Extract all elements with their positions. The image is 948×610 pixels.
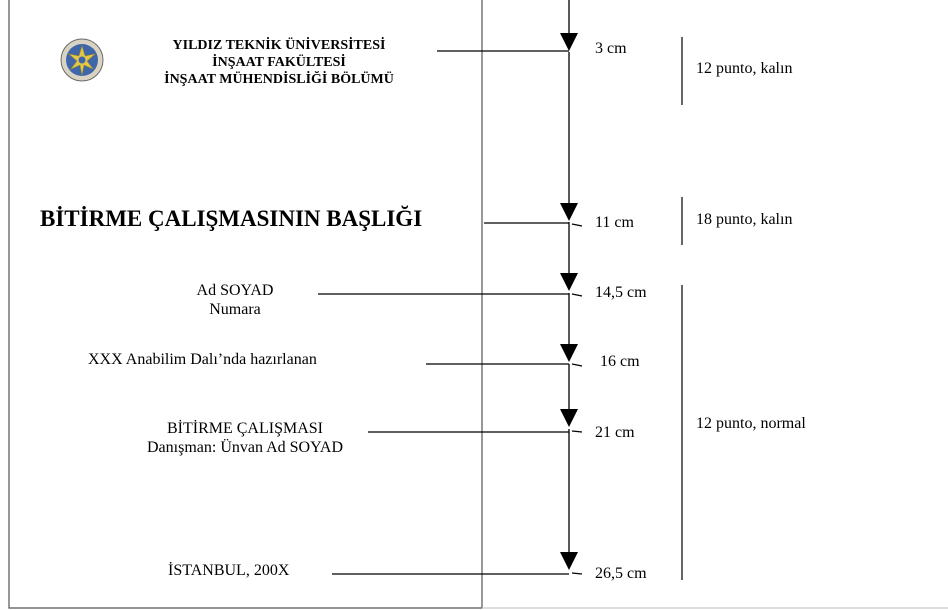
- advisor-line: Danışman: Ünvan Ad SOYAD: [147, 439, 343, 457]
- thesis-title: BİTİRME ÇALIŞMASININ BAŞLIĞI: [40, 206, 423, 231]
- footer-city-year: İSTANBUL, 200X: [168, 562, 290, 579]
- arrow-head-16cm: [560, 344, 578, 362]
- header-faculty: İNŞAAT FAKÜLTESİ: [212, 55, 346, 71]
- header-department: İNŞAAT MÜHENDİSLİĞİ BÖLÜMÜ: [164, 72, 394, 88]
- measurement-26-5cm: 26,5 cm: [595, 565, 647, 582]
- measurement-14-5cm: 14,5 cm: [595, 284, 647, 301]
- header-block: YILDIZ TEKNİK ÜNİVERSİTESİ İNŞAAT FAKÜLT…: [126, 37, 432, 88]
- format-note-body: 12 punto, normal: [696, 415, 806, 432]
- university-seal-icon: [60, 38, 104, 82]
- measurement-21cm: 21 cm: [595, 424, 635, 441]
- arrow-head-11cm: [560, 203, 578, 221]
- thesis-label: BİTİRME ÇALIŞMASI: [166, 420, 323, 437]
- measurement-16cm: 16 cm: [600, 353, 640, 370]
- author-block: Ad SOYAD Numara: [160, 281, 310, 319]
- author-number: Numara: [209, 301, 261, 319]
- arrow-heads: [560, 33, 578, 570]
- arrow-head-3cm: [560, 33, 578, 51]
- format-note-header: 12 punto, kalın: [696, 60, 793, 77]
- page-border: [8, 0, 483, 609]
- measurement-3cm: 3 cm: [595, 40, 627, 57]
- measurement-11cm: 11 cm: [595, 214, 634, 231]
- leader-lines: [318, 50, 583, 575]
- arrow-head-21cm: [560, 409, 578, 427]
- arrow-head-14-5cm: [560, 273, 578, 291]
- format-note-title: 18 punto, kalın: [696, 211, 793, 228]
- author-name: Ad SOYAD: [196, 282, 274, 299]
- arrow-head-26-5cm: [560, 552, 578, 570]
- thesis-block: BİTİRME ÇALIŞMASI Danışman: Ünvan Ad SOY…: [110, 419, 380, 457]
- header-university: YILDIZ TEKNİK ÜNİVERSİTESİ: [172, 38, 386, 53]
- department-line: XXX Anabilim Dalı’nda hazırlanan: [88, 351, 317, 368]
